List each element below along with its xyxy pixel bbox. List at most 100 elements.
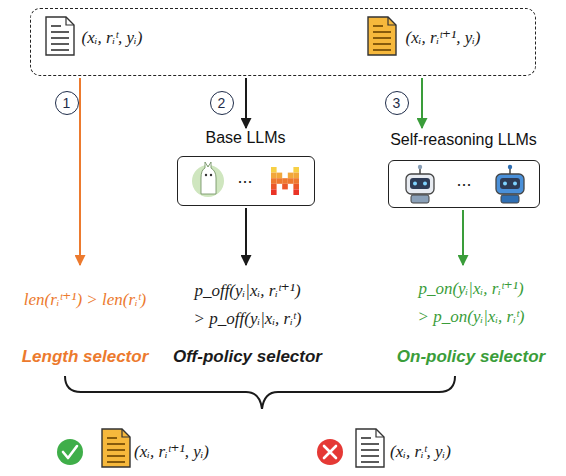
box-heading: Self-reasoning LLMs (367, 130, 560, 150)
document-icon (46, 17, 74, 55)
document-icon-part (361, 461, 379, 463)
criterion-formula: p_on(yᵢ|xᵢ, rᵢᵗ⁺¹) > p_on(yᵢ|xᵢ, rᵢᵗ) (383, 275, 559, 331)
robot-icon-part (508, 165, 512, 169)
document-icon (368, 17, 396, 55)
mistral-logo-part (271, 173, 277, 179)
mistral-logo-part (282, 184, 288, 190)
document-icon-part (361, 455, 379, 457)
document-icon-part (51, 49, 69, 51)
document-item: (xᵢ, rᵢᵗ⁺¹, yᵢ) (362, 12, 532, 70)
callout-circle: 1 (55, 91, 79, 115)
mistral-logo-part (277, 178, 283, 184)
robot-icon-part (410, 178, 430, 189)
ellipsis: ... (449, 170, 479, 190)
mistral-logo-part (293, 184, 299, 190)
cross-mark (324, 446, 336, 458)
mistral-logo-part (271, 178, 277, 184)
robot-icon (496, 165, 524, 203)
robot-icon-part (496, 174, 524, 194)
mistral-logo-part (271, 184, 277, 190)
document-icon-part (373, 49, 391, 51)
robot-icon-part (503, 182, 507, 186)
criterion-formula: p_off(yᵢ|xᵢ, rᵢᵗ⁺¹) > p_off(yᵢ|xᵢ, rᵢᵗ) (165, 277, 330, 333)
document-icon-part (46, 17, 74, 55)
document-icon-part (373, 37, 391, 39)
document-icon-part (107, 449, 125, 451)
flow-arrow (462, 210, 464, 265)
check-icon (57, 439, 83, 465)
callout-circle: 3 (385, 91, 409, 115)
llama-logo (192, 162, 224, 197)
document-icon-part (373, 31, 391, 33)
document-icon-part (51, 31, 69, 33)
mistral-logo-part (282, 178, 288, 184)
mistral-logo-part (293, 178, 299, 184)
flow-arrow (245, 78, 247, 128)
selector-name: On-policy selector (378, 346, 564, 368)
llama-logo-part (201, 162, 216, 194)
robot-icon-part (406, 174, 434, 194)
robot-icon-part (411, 195, 429, 203)
robot-icon-part (500, 178, 520, 189)
flow-arrow (245, 208, 247, 265)
mistral-logo-part (293, 173, 299, 179)
mistral-logo-part (271, 189, 277, 195)
document-icon-part (102, 429, 130, 467)
document-icon-part (368, 17, 396, 55)
document-icon-part (373, 43, 391, 45)
document-item: (xᵢ, rᵢᵗ, yᵢ) (40, 12, 190, 70)
document-icon (356, 429, 384, 467)
document-icon-part (361, 443, 379, 445)
selector-block: len(rᵢᵗ⁺¹) > len(rᵢᵗ)Length selector (5, 275, 165, 370)
robot-icon-part (501, 195, 519, 203)
ellipsis: ... (230, 167, 260, 187)
robot-icon-part (423, 182, 427, 186)
check-mark (63, 446, 77, 458)
mistral-logo-part (271, 167, 277, 173)
document-icon-part (388, 17, 396, 25)
curly-brace (65, 376, 455, 409)
mistral-logo-part (293, 167, 299, 173)
document-icon-part (51, 25, 61, 27)
document-icon-part (361, 449, 379, 451)
document-icon-part (107, 443, 125, 445)
document-icon-part (107, 437, 117, 439)
robot-icon-part (413, 182, 417, 186)
document-item: (xᵢ, rᵢᵗ⁺¹, yᵢ) (98, 425, 248, 475)
sample-tuple: (xᵢ, rᵢᵗ⁺¹, yᵢ) (134, 441, 246, 463)
selector-name: Length selector (5, 346, 165, 368)
robot-icon (406, 165, 434, 203)
mistral-logo-part (288, 173, 294, 179)
document-icon-part (107, 461, 125, 463)
document-icon (102, 429, 130, 467)
cross-icon (317, 439, 343, 465)
llama-logo-part (205, 174, 207, 176)
document-icon-part (356, 429, 384, 467)
document-icon-part (376, 429, 384, 437)
document-icon-part (107, 455, 125, 457)
document-icon-part (51, 43, 69, 45)
input-group: (xᵢ, rᵢᵗ, yᵢ) (xᵢ, rᵢᵗ⁺¹, yᵢ) (30, 8, 536, 76)
model-box: Self-reasoning LLMs... (388, 160, 540, 208)
flow-arrow (79, 78, 81, 265)
mistral-logo (271, 167, 299, 195)
mistral-logo-part (288, 178, 294, 184)
robot-icon-part (418, 165, 422, 169)
document-icon-part (373, 25, 383, 27)
model-box: Base LLMs... (177, 156, 315, 206)
sample-tuple: (xᵢ, rᵢᵗ, yᵢ) (82, 27, 190, 49)
sample-tuple: (xᵢ, rᵢᵗ⁺¹, yᵢ) (406, 27, 530, 49)
selector-block: p_off(yᵢ|xᵢ, rᵢᵗ⁺¹) > p_off(yᵢ|xᵢ, rᵢᵗ) O… (165, 275, 330, 370)
callout-number: 3 (386, 94, 407, 112)
robot-icon-part (513, 182, 517, 186)
callout-number: 2 (211, 94, 232, 112)
callout-number: 1 (56, 94, 77, 112)
sample-tuple: (xᵢ, rᵢᵗ, yᵢ) (390, 441, 502, 463)
document-icon-part (122, 429, 130, 437)
flow-arrow (421, 78, 423, 128)
selector-name: Off-policy selector (165, 346, 330, 368)
mistral-logo-part (293, 189, 299, 195)
